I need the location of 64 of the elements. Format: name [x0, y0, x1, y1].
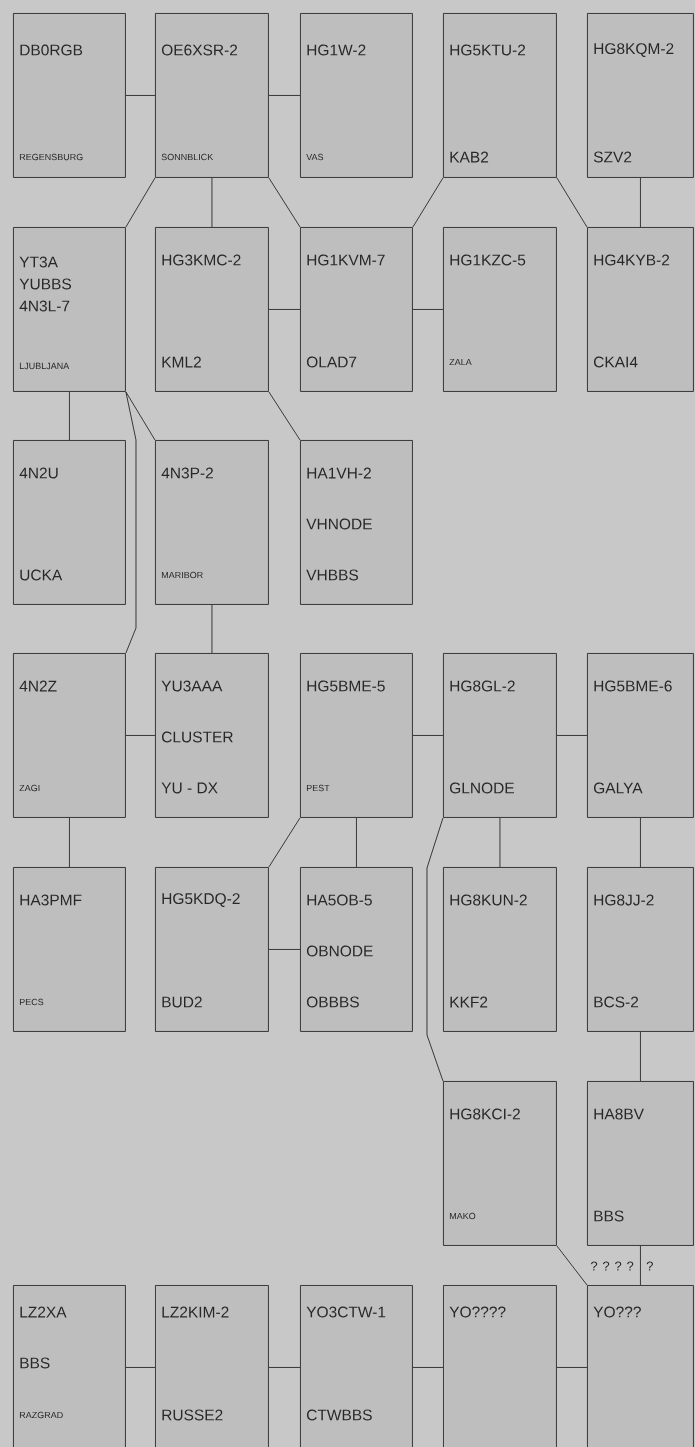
node-box: HG3KMC-2 KML2 — [155, 227, 269, 392]
connector-line — [125, 735, 156, 736]
node-box: OE6XSR-2 SONNBLICK — [155, 13, 269, 178]
node-box: HG5KDQ-2 BUD2 — [155, 867, 269, 1032]
connector-line — [499, 817, 501, 868]
node-box: YT3A YUBBS 4N3L-7 LJUBLJANA — [13, 227, 126, 392]
node-box: HA8BV BBS — [587, 1081, 694, 1246]
connector-line — [268, 817, 301, 868]
connector-line — [412, 177, 444, 228]
connector-line — [412, 735, 444, 736]
connector-line — [125, 95, 156, 96]
node-box: 4N3P-2 MARIBOR — [155, 440, 269, 605]
node-box: YU3AAA CLUSTER YU - DX — [155, 653, 269, 818]
node-box: HG5BME-5 PEST — [300, 653, 413, 818]
connector-line — [268, 95, 301, 96]
node-box: YO3CTW-1 CTWBBS — [300, 1285, 413, 1447]
connector-line — [211, 604, 213, 654]
connector-line — [426, 817, 444, 1082]
node-box: LZ2KIM-2 RUSSE2 — [155, 1285, 269, 1447]
node-box: HG5KTU-2 KAB2 — [443, 13, 557, 178]
connector-line — [125, 391, 137, 654]
node-box: HG8JJ-2 BCS-2 — [587, 867, 694, 1032]
node-box: 4N2Z ZAGI — [13, 653, 126, 818]
connector-line — [556, 1245, 588, 1286]
node-box: HG1KVM-7 OLAD7 — [300, 227, 413, 392]
node-box: HG1W-2 VAS — [300, 13, 413, 178]
connector-line — [640, 177, 641, 228]
node-box: LZ2XA BBS RAZGRAD — [13, 1285, 126, 1447]
connector-line — [356, 817, 357, 868]
connector-line — [69, 391, 70, 441]
connector-line — [556, 735, 588, 736]
connector-line — [125, 177, 156, 228]
node-box: HG8KUN-2 KKF2 — [443, 867, 557, 1032]
connector-line — [268, 1367, 301, 1368]
node-box: HA5OB-5 OBNODE OBBBS — [300, 867, 413, 1032]
connector-line — [556, 1367, 588, 1368]
connector-line — [268, 949, 301, 950]
node-box: DB0RGB REGENSBURG — [13, 13, 126, 178]
connector-line — [69, 817, 70, 868]
node-box: HG8GL-2 GLNODE — [443, 653, 557, 818]
node-box: HG8KQM-2 SZV2 — [587, 13, 694, 178]
node-box: HG1KZC-5 ZALA — [443, 227, 557, 392]
connector-line — [125, 1367, 156, 1368]
connector-line — [640, 1245, 641, 1286]
question-marks: ? — [646, 1261, 653, 1271]
node-box: HA1VH-2 VHNODE VHBBS — [300, 440, 413, 605]
connector-line — [556, 177, 588, 228]
connector-line — [125, 391, 156, 441]
connector-line — [640, 817, 641, 868]
node-box: 4N2U UCKA — [13, 440, 126, 605]
node-box: HG5BME-6 GALYA — [587, 653, 694, 818]
connector-line — [412, 1367, 444, 1368]
connector-line — [268, 391, 301, 441]
node-box: HA3PMF PECS — [13, 867, 126, 1032]
connector-line — [268, 309, 301, 310]
connector-line — [640, 1031, 641, 1082]
question-marks: ? ? ? ? — [590, 1261, 634, 1271]
connector-line — [412, 309, 444, 310]
node-box: YO??? — [587, 1285, 694, 1447]
node-box: HG4KYB-2 CKAI4 — [587, 227, 694, 392]
connector-line — [268, 177, 301, 228]
node-box: HG8KCI-2 MAKO — [443, 1081, 557, 1246]
node-box: YO???? — [443, 1285, 557, 1447]
connector-line — [211, 177, 213, 228]
